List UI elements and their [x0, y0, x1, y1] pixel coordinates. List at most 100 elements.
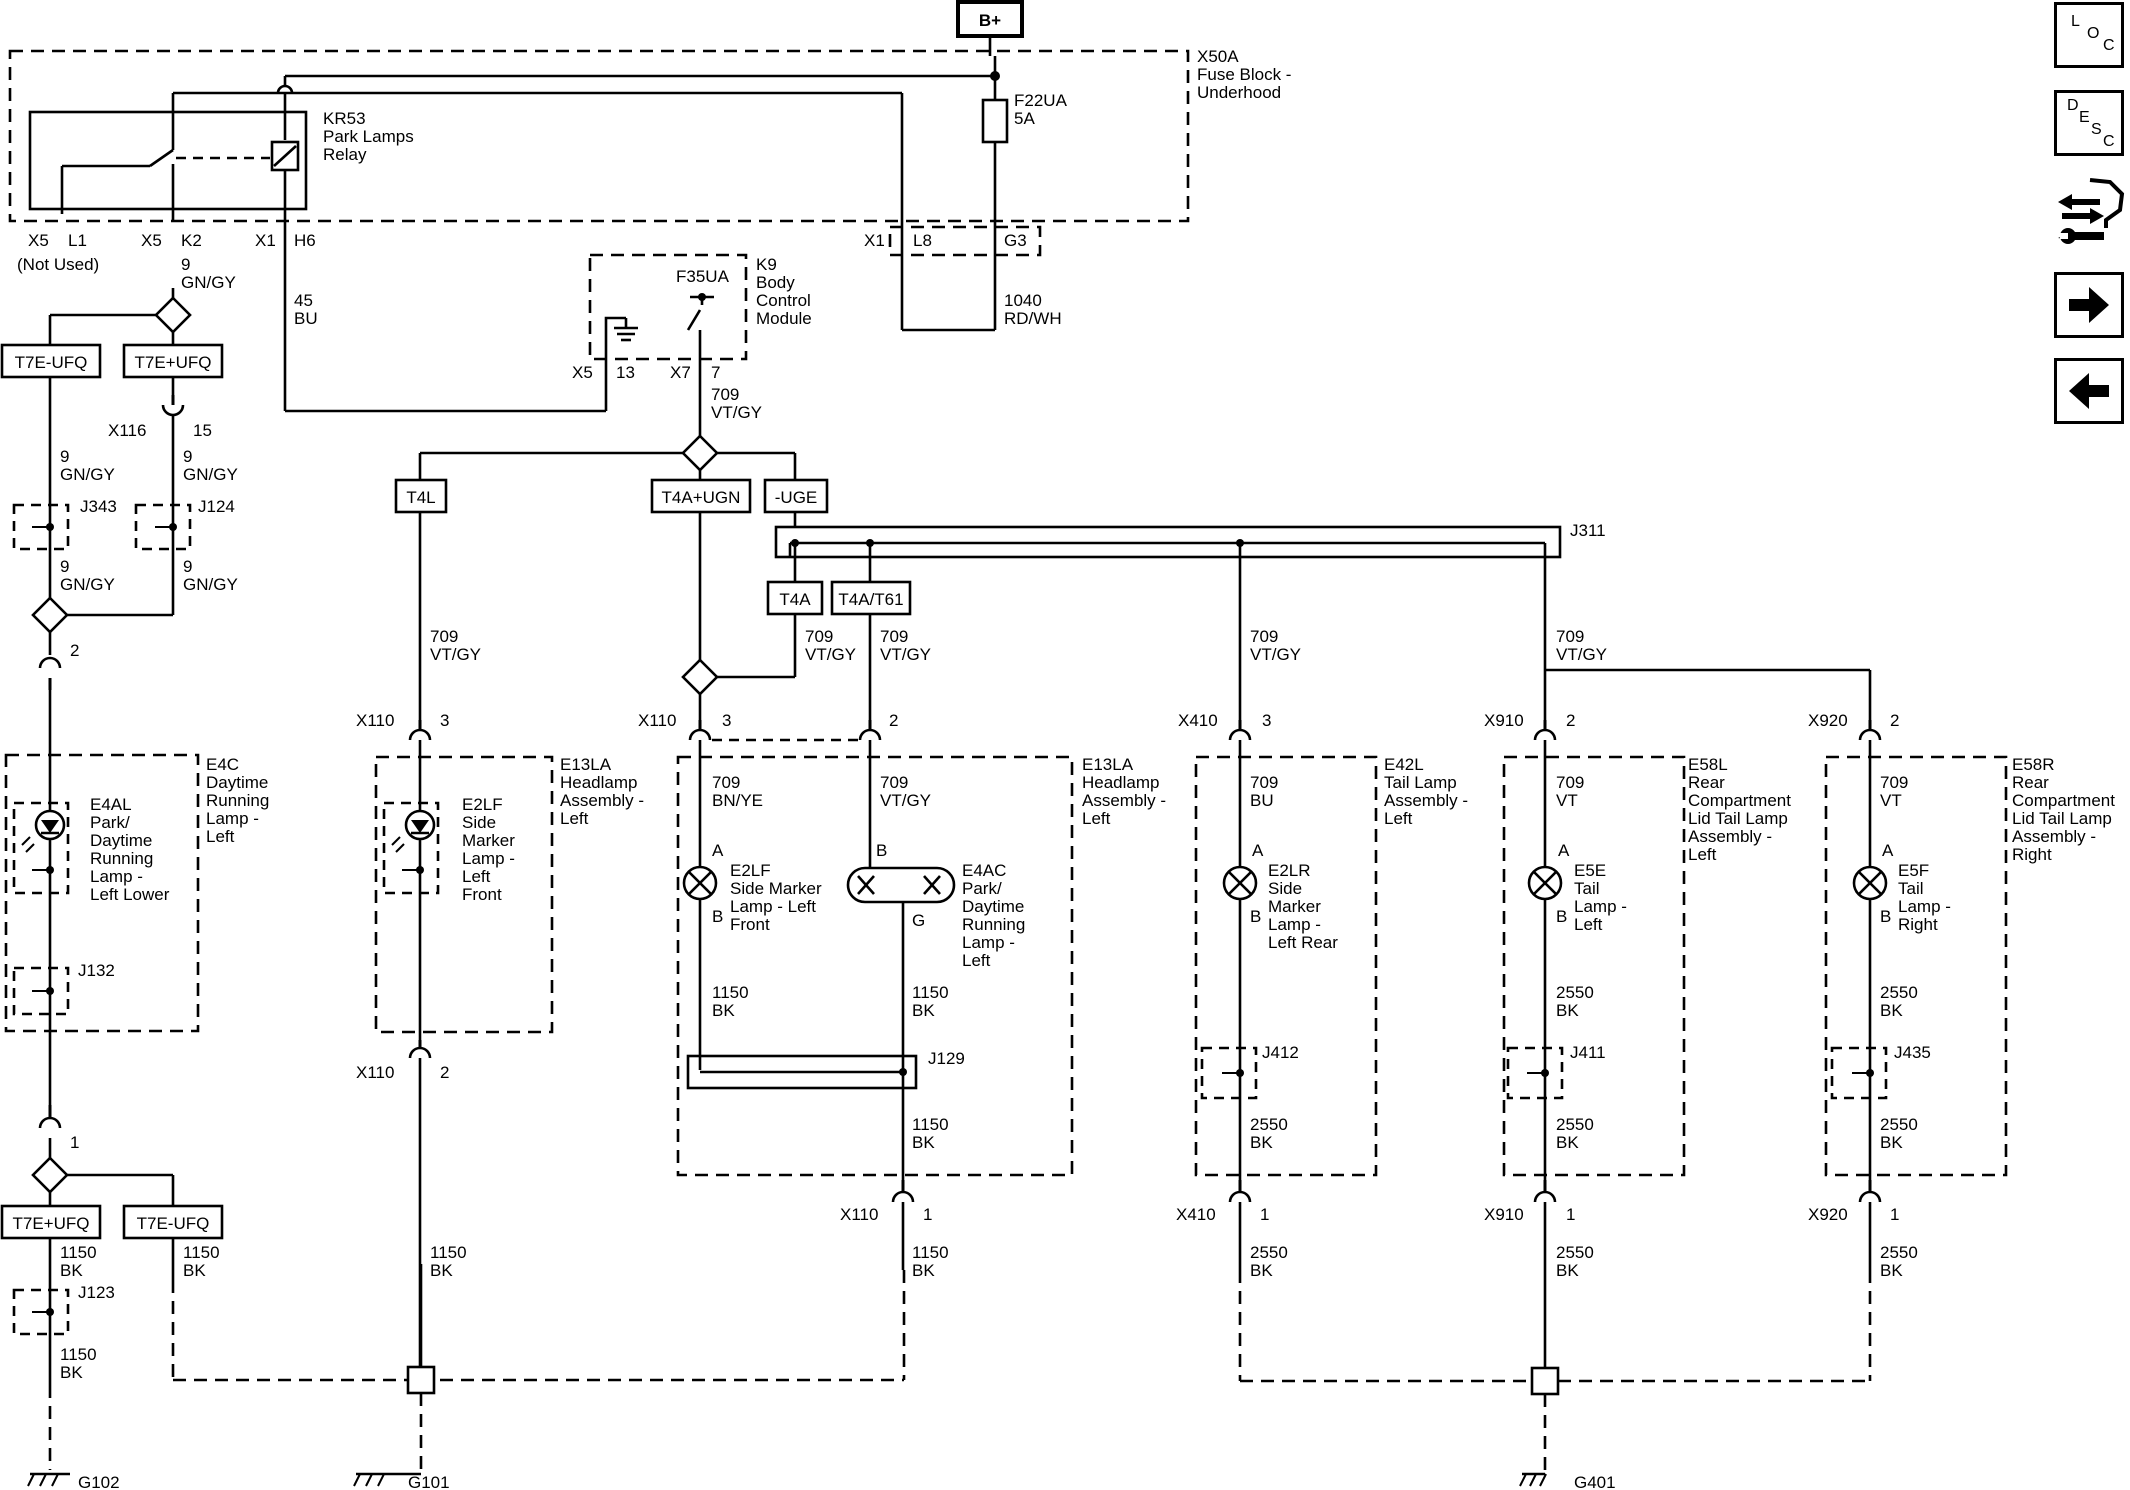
wire-1150c-color: BK	[60, 1363, 83, 1382]
e58r-name-5: Right	[2012, 845, 2052, 864]
pin-15: 15	[193, 421, 212, 440]
pin-x5b: X5	[141, 231, 162, 250]
pin-x1b: X1	[864, 231, 885, 250]
wire-709-t4a-num: 709	[805, 627, 833, 646]
bcm-id: K9	[756, 255, 777, 274]
wire-2550b-num: 2550	[1250, 1243, 1288, 1262]
wire-2550e-num: 2550	[1880, 983, 1918, 1002]
bcm-name-2: Control	[756, 291, 811, 310]
e58l-name-2: Compartment	[1688, 791, 1791, 810]
option-t7e-ufq-d: T7E-UFQ	[137, 1214, 210, 1233]
pin-13: 13	[616, 363, 635, 382]
pin-a5: A	[1882, 841, 1894, 860]
arrow-left-icon	[2069, 373, 2109, 409]
lamp-e2lr: A B E2LR Side Marker Lamp - Left Rear	[1222, 841, 1338, 952]
wire-2550c-color: BK	[1556, 1001, 1579, 1020]
e4al-name-2: Daytime	[90, 831, 152, 850]
splice-j343: J343	[12, 497, 117, 551]
pin-k2: K2	[181, 231, 202, 250]
e5e-name-1: Tail	[1574, 879, 1600, 898]
e4c-name-2: Running	[206, 791, 269, 810]
desc-button[interactable]: D E S C	[2054, 90, 2124, 156]
pin-x110d-2: 2	[889, 711, 898, 730]
wire-709-t4l-color: VT/GY	[430, 645, 481, 664]
wire-1150e-num: 1150	[712, 983, 749, 1002]
wire-2550g-color: BK	[1556, 1261, 1579, 1280]
fuse-f22ua: F22UA 5A	[981, 91, 1068, 330]
next-button[interactable]	[2054, 272, 2124, 338]
e58l-name-1: Rear	[1688, 773, 1725, 792]
e2lr-name-1: Side	[1268, 879, 1302, 898]
loc-button[interactable]: L O C	[2054, 2, 2124, 68]
lamp-e5f: A B E5F Tail Lamp - Right	[1852, 841, 1951, 934]
relay-kr53: KR53 Park Lamps Relay	[28, 109, 414, 290]
loc-letter-o: O	[2087, 25, 2100, 42]
pin-x410a: X410	[1178, 711, 1218, 730]
wire-1150d-num: 1150	[430, 1243, 467, 1262]
wire-709-x910-num: 709	[1556, 627, 1584, 646]
wire-2550h-num: 2550	[1880, 1243, 1918, 1262]
splice-j123: J123	[12, 1283, 115, 1336]
splice-j132: J132	[12, 961, 115, 1016]
wire-1150g-num: 1150	[912, 1115, 949, 1134]
wire-1150c-num: 1150	[60, 1345, 97, 1364]
wire-9-top-num: 9	[181, 255, 190, 274]
pin-x110b-2: 2	[440, 1063, 449, 1082]
relay-name-1: Park Lamps	[323, 127, 414, 146]
component-e42l: E42L Tail Lamp Assembly - Left	[1194, 755, 1468, 1177]
wire-2550d-num: 2550	[1556, 1115, 1594, 1134]
option-t7e-ufq-a: T7E-UFQ	[15, 353, 88, 372]
wire-709-bnye-color: BN/YE	[712, 791, 763, 810]
e42l-name-1: Tail Lamp	[1384, 773, 1457, 792]
splice-j411-label: J411	[1570, 1043, 1606, 1062]
e58l-id: E58L	[1688, 755, 1728, 774]
e2lf-a-name-1: Side	[462, 813, 496, 832]
pin-g2: G	[912, 911, 925, 930]
wire-2550b-color: BK	[1250, 1261, 1273, 1280]
e13la-a-id: E13LA	[560, 755, 612, 774]
e2lf-b-name-2: Lamp - Left	[730, 897, 816, 916]
splice-j132-label: J132	[78, 961, 115, 980]
wire-1150f-num: 1150	[912, 983, 949, 1002]
pin-1-left: 1	[70, 1133, 79, 1152]
option-uge: -UGE	[775, 488, 818, 507]
wire-709-bnye-num: 709	[712, 773, 740, 792]
ground-g401: G401	[1519, 1472, 1616, 1490]
wire-709-t61-color: VT/GY	[880, 645, 931, 664]
pin-x110a: X110	[356, 711, 394, 730]
pin-7: 7	[711, 363, 720, 382]
e5e-name-2: Lamp -	[1574, 897, 1627, 916]
e5e-id: E5E	[1574, 861, 1606, 880]
fuse-block-underhood: X50A Fuse Block - Underhood	[8, 47, 1291, 223]
e58r-name-3: Lid Tail Lamp	[2012, 809, 2112, 828]
e5f-name-2: Lamp -	[1898, 897, 1951, 916]
arrow-right-icon	[2069, 287, 2109, 323]
wire-9d-color: GN/GY	[183, 575, 238, 594]
led-e2lf-a: E2LF Side Marker Lamp - Left Front	[382, 795, 515, 904]
wire-709-bcm-num: 709	[711, 385, 739, 404]
wire-9-top-color: GN/GY	[181, 273, 236, 292]
wire-709-x410-num: 709	[1250, 627, 1278, 646]
e4al-name-1: Park/	[90, 813, 130, 832]
pin-x920a: X920	[1808, 711, 1848, 730]
ground-g102-label: G102	[78, 1473, 120, 1490]
connector-tool-icon[interactable]	[2054, 172, 2126, 252]
pin-b1: B	[712, 907, 723, 926]
splice-j412: J412	[1200, 1043, 1299, 1100]
component-e13la-a: E13LA Headlamp Assembly - Left	[374, 755, 644, 1034]
option-t7e-ufq-b: T7E+UFQ	[135, 353, 212, 372]
fuse-f35ua-id: F35UA	[676, 267, 730, 286]
pin-x920a-2: 2	[1890, 711, 1899, 730]
wire-709-vt1-color: VT	[1556, 791, 1578, 810]
pin-g3: G3	[1004, 231, 1027, 250]
prev-button[interactable]	[2054, 358, 2124, 424]
splice-j129-label: J129	[928, 1049, 965, 1068]
wire-1150h-color: BK	[912, 1261, 935, 1280]
bcm-name-1: Body	[756, 273, 795, 292]
e2lf-a-name-3: Lamp -	[462, 849, 515, 868]
e4ac-name-3: Running	[962, 915, 1025, 934]
wire-709-vt1-num: 709	[1556, 773, 1584, 792]
wire-1150d-color: BK	[430, 1261, 453, 1280]
lamp-e2lf-b: A B E2LF Side Marker Lamp - Left Front	[682, 841, 822, 934]
pin-x5c: X5	[572, 363, 593, 382]
